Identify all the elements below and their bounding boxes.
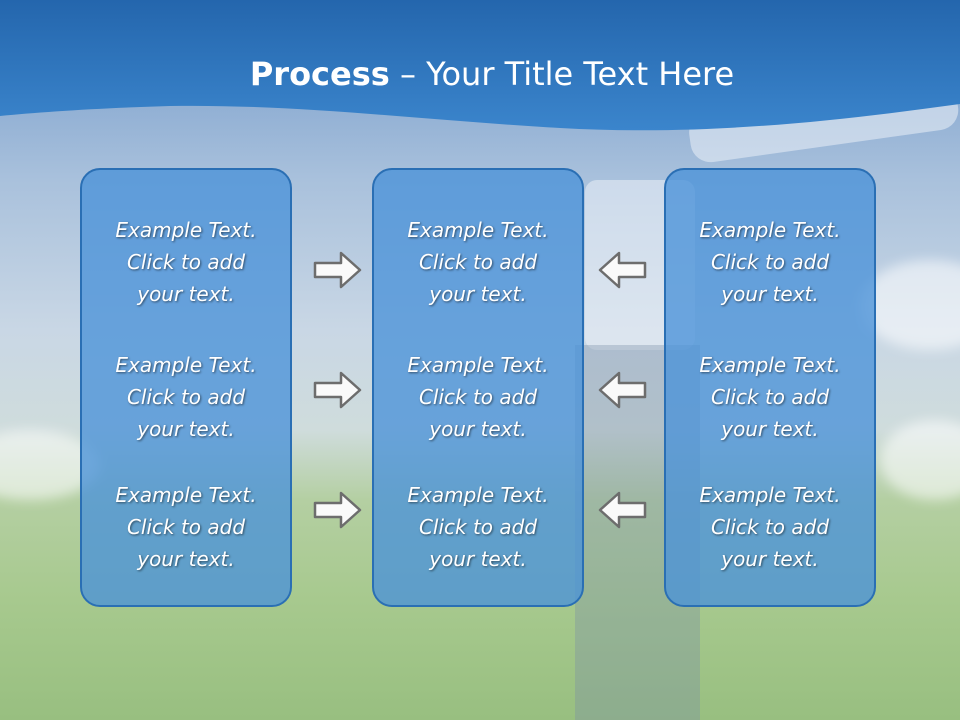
text-line-1: Example Text. bbox=[699, 218, 841, 242]
text-line-1: Example Text. bbox=[115, 353, 257, 377]
arrow-right-icon bbox=[313, 251, 362, 289]
page-title: Process – Your Title Text Here bbox=[0, 52, 960, 96]
text-line-2: Click to add bbox=[126, 515, 246, 539]
text-item[interactable]: Example Text. Click to add your text. bbox=[82, 349, 290, 445]
text-line-2: Click to add bbox=[710, 385, 830, 409]
text-line-2: Click to add bbox=[710, 250, 830, 274]
text-line-3: your text. bbox=[429, 417, 527, 441]
arrow-right-icon bbox=[313, 491, 362, 529]
arrow-left-icon bbox=[598, 371, 647, 409]
text-item[interactable]: Example Text. Click to add your text. bbox=[666, 349, 874, 445]
text-line-3: your text. bbox=[137, 282, 235, 306]
text-line-3: your text. bbox=[721, 547, 819, 571]
arrow-left-icon bbox=[598, 491, 647, 529]
text-line-3: your text. bbox=[429, 282, 527, 306]
text-line-1: Example Text. bbox=[115, 218, 257, 242]
arrow-right-icon bbox=[313, 371, 362, 409]
text-line-1: Example Text. bbox=[699, 483, 841, 507]
text-line-1: Example Text. bbox=[699, 353, 841, 377]
process-box-left[interactable]: Example Text. Click to add your text. Ex… bbox=[80, 168, 292, 607]
text-line-2: Click to add bbox=[418, 250, 538, 274]
text-line-3: your text. bbox=[721, 417, 819, 441]
text-line-2: Click to add bbox=[126, 250, 246, 274]
text-line-2: Click to add bbox=[126, 385, 246, 409]
title-bold: Process bbox=[249, 55, 390, 93]
text-line-2: Click to add bbox=[418, 385, 538, 409]
text-item[interactable]: Example Text. Click to add your text. bbox=[666, 214, 874, 310]
text-item[interactable]: Example Text. Click to add your text. bbox=[82, 214, 290, 310]
cloud-right-lower bbox=[880, 420, 960, 500]
text-line-3: your text. bbox=[137, 547, 235, 571]
text-line-3: your text. bbox=[721, 282, 819, 306]
text-line-1: Example Text. bbox=[407, 353, 549, 377]
text-line-1: Example Text. bbox=[115, 483, 257, 507]
text-item[interactable]: Example Text. Click to add your text. bbox=[374, 214, 582, 310]
text-item[interactable]: Example Text. Click to add your text. bbox=[666, 479, 874, 575]
text-line-2: Click to add bbox=[418, 515, 538, 539]
process-box-center[interactable]: Example Text. Click to add your text. Ex… bbox=[372, 168, 584, 607]
text-item[interactable]: Example Text. Click to add your text. bbox=[374, 349, 582, 445]
text-line-1: Example Text. bbox=[407, 483, 549, 507]
process-box-right[interactable]: Example Text. Click to add your text. Ex… bbox=[664, 168, 876, 607]
text-line-2: Click to add bbox=[710, 515, 830, 539]
title-rest: – Your Title Text Here bbox=[389, 55, 735, 93]
text-line-3: your text. bbox=[429, 547, 527, 571]
text-line-3: your text. bbox=[137, 417, 235, 441]
text-item[interactable]: Example Text. Click to add your text. bbox=[82, 479, 290, 575]
title-banner bbox=[0, 0, 960, 131]
arrow-left-icon bbox=[598, 251, 647, 289]
text-item[interactable]: Example Text. Click to add your text. bbox=[374, 479, 582, 575]
text-line-1: Example Text. bbox=[407, 218, 549, 242]
